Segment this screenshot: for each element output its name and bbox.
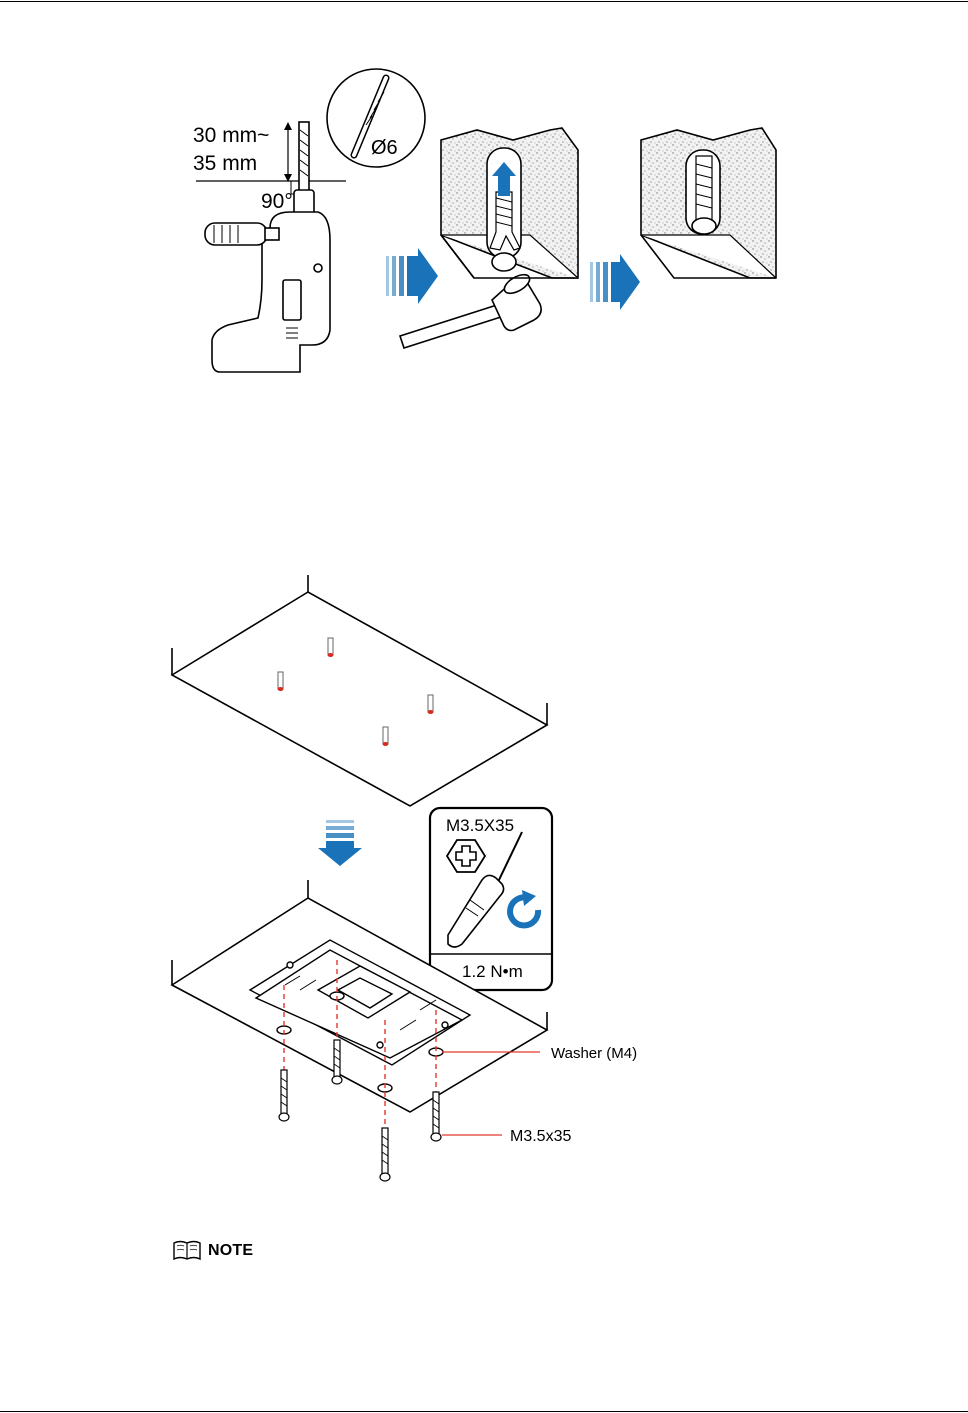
note-heading: NOTE [172, 1240, 253, 1262]
screw-1 [279, 1070, 289, 1121]
anchor-1 [328, 638, 334, 657]
tool-callout: M3.5X35 1.2 N•m [430, 808, 552, 990]
drilling-figure: Ø6 30 mm~ 35 mm 90° [193, 69, 776, 372]
wall-block-anchor-seated [641, 128, 776, 278]
depth-label-line2: 35 mm [193, 152, 257, 175]
mounting-figure: M3.5X35 1.2 N•m [172, 575, 637, 1181]
step-arrow-1 [386, 248, 438, 304]
drill-bit-label: Ø6 [371, 137, 398, 159]
anchor-3 [428, 695, 434, 714]
wall-block-anchor-insert [441, 128, 578, 278]
drill-bit-icon: Ø6 [327, 69, 425, 167]
washer-label: Washer (M4) [551, 1045, 637, 1062]
screw-label: M3.5x35 [510, 1128, 571, 1145]
down-arrow [318, 820, 362, 866]
screw-spec-label: M3.5X35 [446, 816, 514, 835]
screw-4 [431, 1092, 441, 1141]
step-arrow-2 [590, 254, 640, 310]
angle-label: 90° [261, 190, 293, 213]
screw-2 [332, 1040, 342, 1084]
anchor-2 [278, 672, 284, 691]
depth-label-line1: 30 mm~ [193, 124, 269, 147]
ceiling-plane-top [172, 575, 547, 806]
note-label: NOTE [208, 1242, 253, 1260]
anchor-4 [383, 727, 389, 746]
screw-3 [380, 1128, 390, 1181]
torque-label: 1.2 N•m [462, 962, 523, 981]
book-icon [172, 1240, 202, 1262]
